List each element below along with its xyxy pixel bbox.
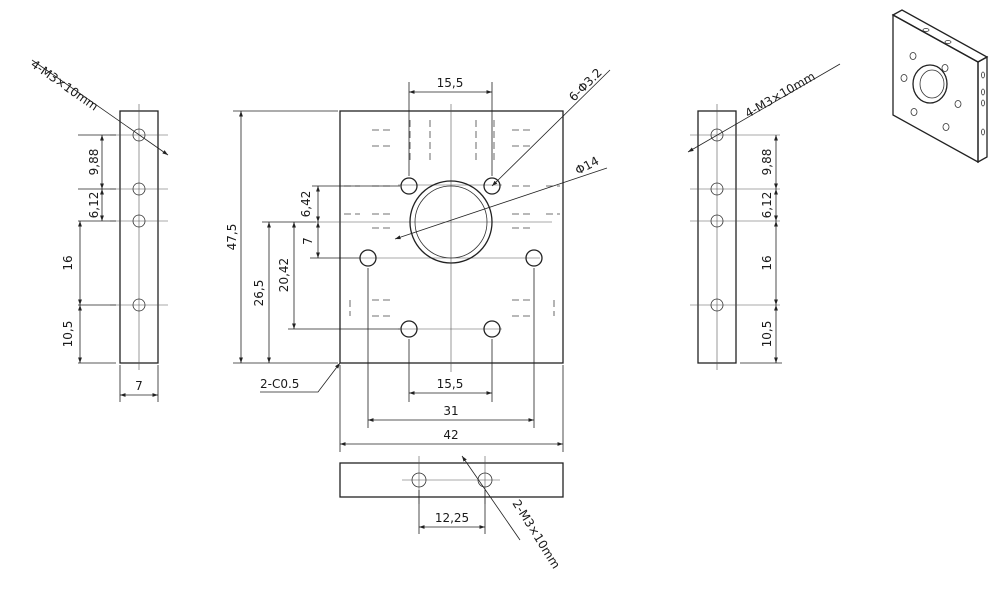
bottom-view: 12,25 2-M3×10mm: [339, 455, 564, 571]
center-lines: [316, 104, 552, 372]
dim-6-42: 6,42: [299, 191, 313, 218]
dim-right-16: 16: [760, 255, 774, 270]
tapped-hole: [132, 128, 146, 142]
label-chamfer: 2-C0.5: [260, 377, 299, 391]
mount-hole: [400, 320, 418, 338]
dim-right-10-5: 10,5: [760, 321, 774, 348]
right-side-view: 4-M3×10mm 9,88 6,12 16 10,5: [687, 63, 841, 370]
dim-7: 7: [301, 237, 315, 245]
dim-left-10-5: 10,5: [61, 321, 75, 348]
dim-26-5: 26,5: [252, 280, 266, 307]
iso-top: [891, 9, 989, 63]
dim-47-5: 47,5: [225, 224, 239, 251]
iso-side: [977, 55, 988, 164]
tapped-hole: [132, 182, 146, 196]
dim-42: 42: [443, 428, 458, 442]
left-side-view: 4-M3×10mm 9,88 6,12 16 10,5 7: [28, 57, 169, 402]
dim-left-7: 7: [135, 379, 143, 393]
label-right-tapped: 4-M3×10mm: [743, 69, 818, 120]
tapped-hole: [710, 214, 724, 228]
center-bore: [409, 180, 493, 264]
iso-face: [892, 13, 979, 164]
isometric-view: [891, 9, 989, 164]
dim-top-15-5: 15,5: [437, 76, 464, 90]
dim-bottom-15-5: 15,5: [437, 377, 464, 391]
dim-31: 31: [443, 404, 458, 418]
tapped-hole: [710, 298, 724, 312]
mount-hole: [525, 249, 543, 267]
front-view: [316, 104, 564, 372]
label-bottom-tapped: 2-M3×10mm: [509, 497, 563, 571]
mount-hole: [483, 177, 501, 195]
iso-bore: [912, 64, 948, 104]
dim-12-25: 12,25: [435, 511, 469, 525]
label-bore: Φ14: [573, 154, 601, 178]
label-holes: 6-Φ3.2: [566, 66, 605, 105]
dim-left-6-12: 6,12: [87, 192, 101, 219]
hidden-pockets: [344, 120, 560, 317]
front-dimensions: 15,5 47,5 26,5 20,42 7 6,42 15,5 31 42: [225, 66, 611, 452]
tapped-hole: [710, 182, 724, 196]
plate-outline: [339, 110, 564, 364]
tapped-hole: [411, 472, 427, 488]
bottom-outline: [339, 462, 564, 498]
dim-right-6-12: 6,12: [760, 192, 774, 219]
dim-left-16: 16: [61, 255, 75, 270]
mount-hole: [483, 320, 501, 338]
dim-20-42: 20,42: [277, 258, 291, 292]
tapped-hole: [132, 214, 146, 228]
tapped-hole: [710, 128, 724, 142]
label-left-tapped: 4-M3×10mm: [28, 57, 100, 114]
dim-left-9-88: 9,88: [87, 149, 101, 176]
dim-right-9-88: 9,88: [760, 149, 774, 176]
tapped-hole: [477, 472, 493, 488]
mount-hole: [400, 177, 418, 195]
tapped-hole: [132, 298, 146, 312]
center-bore-inner: [414, 185, 488, 259]
